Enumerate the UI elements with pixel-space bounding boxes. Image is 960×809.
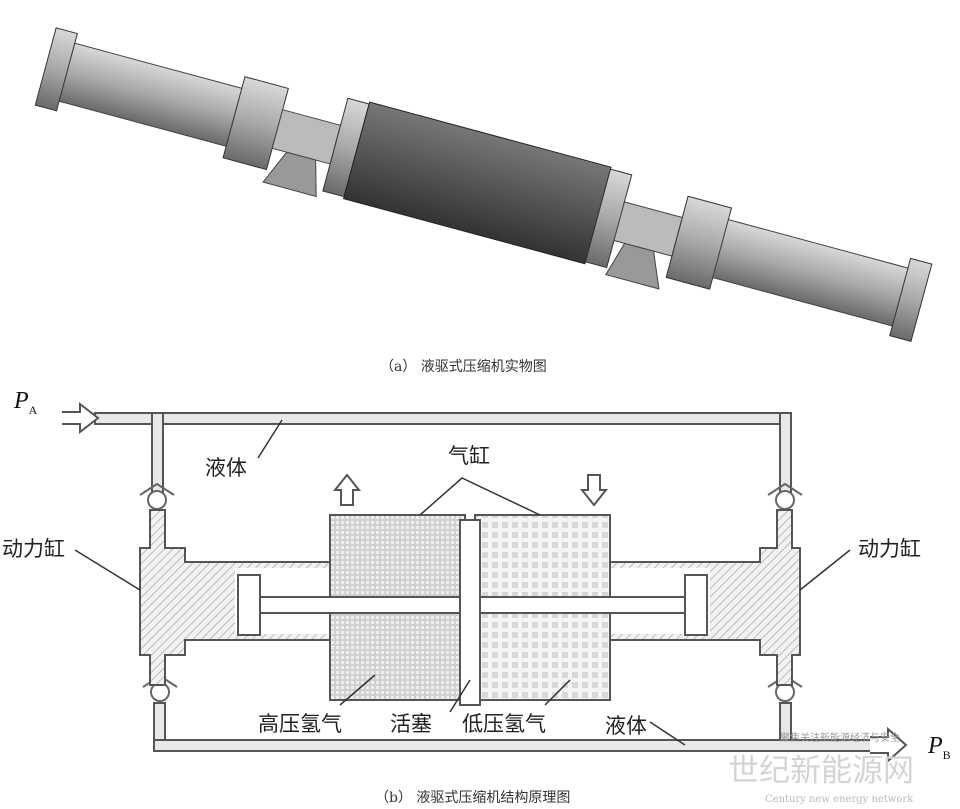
pa-sub: A <box>28 402 38 417</box>
gas-piston <box>459 519 481 706</box>
caption-b: （b） 液驱式压缩机结构原理图 <box>375 790 571 806</box>
inlet-arrow-icon <box>62 401 100 435</box>
pa-label: PA <box>14 388 37 418</box>
power-cylinder-right-label: 动力缸 <box>858 537 921 561</box>
watermark-english: Century new energy network <box>765 794 914 805</box>
liquid-label-top: 液体 <box>205 456 247 480</box>
down-arrow-icon <box>579 474 609 507</box>
gas-cylinder-label: 气缸 <box>448 444 490 468</box>
pb-main: P <box>928 733 943 759</box>
compressor-3d-image <box>34 27 933 342</box>
piston-label: 活塞 <box>390 712 432 736</box>
pb-label: PB <box>928 733 951 763</box>
outlet-arrow-icon <box>870 726 908 764</box>
leader-lines <box>74 419 851 746</box>
up-arrow-icon <box>332 473 362 506</box>
power-cylinder-left-label: 动力缸 <box>2 537 65 561</box>
caption-a: （a） 液驱式压缩机实物图 <box>380 359 547 375</box>
right-piston <box>684 574 708 636</box>
watermark-name: 世纪新能源网 <box>728 753 914 789</box>
low-pressure-label: 低压氢气 <box>462 712 546 736</box>
high-pressure-label: 高压氢气 <box>258 712 342 736</box>
left-piston <box>237 574 261 636</box>
watermark-slogan: 聚焦关注新能源经济与安全 <box>780 733 900 744</box>
pa-main: P <box>14 388 29 414</box>
pb-sub: B <box>942 747 951 762</box>
liquid-label-bottom: 液体 <box>605 714 647 738</box>
